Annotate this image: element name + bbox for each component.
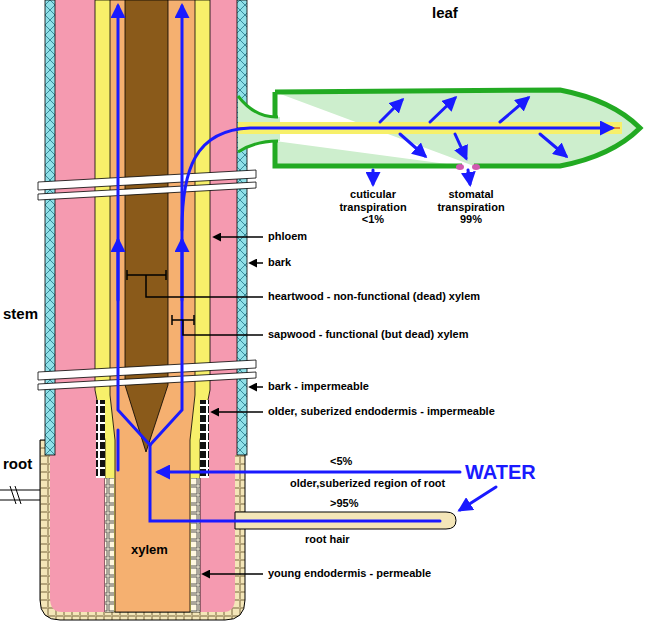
percent-label: <5% bbox=[330, 455, 352, 468]
part-label: older, suberized endodermis - impermeabl… bbox=[268, 405, 495, 418]
part-label: leaf bbox=[432, 4, 458, 21]
region-label: root bbox=[3, 455, 32, 472]
part-label: older,suberized region of root bbox=[290, 477, 445, 490]
part-label: heartwood - non-functional (dead) xylem bbox=[268, 290, 480, 303]
note-label: cuticular transpiration <1% bbox=[330, 188, 416, 226]
part-label: young endodermis - permeable bbox=[268, 567, 431, 580]
region-label: stem bbox=[3, 305, 38, 322]
percent-label: >95% bbox=[330, 497, 358, 510]
part-label: xylem bbox=[131, 543, 168, 558]
note-label: stomatal transpiration 99% bbox=[428, 188, 514, 226]
part-label: phloem bbox=[268, 230, 307, 243]
part-label: bark - impermeable bbox=[268, 380, 369, 393]
part-label: bark bbox=[268, 256, 291, 269]
part-label: sapwood - functional (but dead) xylem bbox=[268, 328, 468, 341]
water-label: WATER bbox=[465, 461, 536, 484]
part-label: root hair bbox=[305, 533, 350, 546]
